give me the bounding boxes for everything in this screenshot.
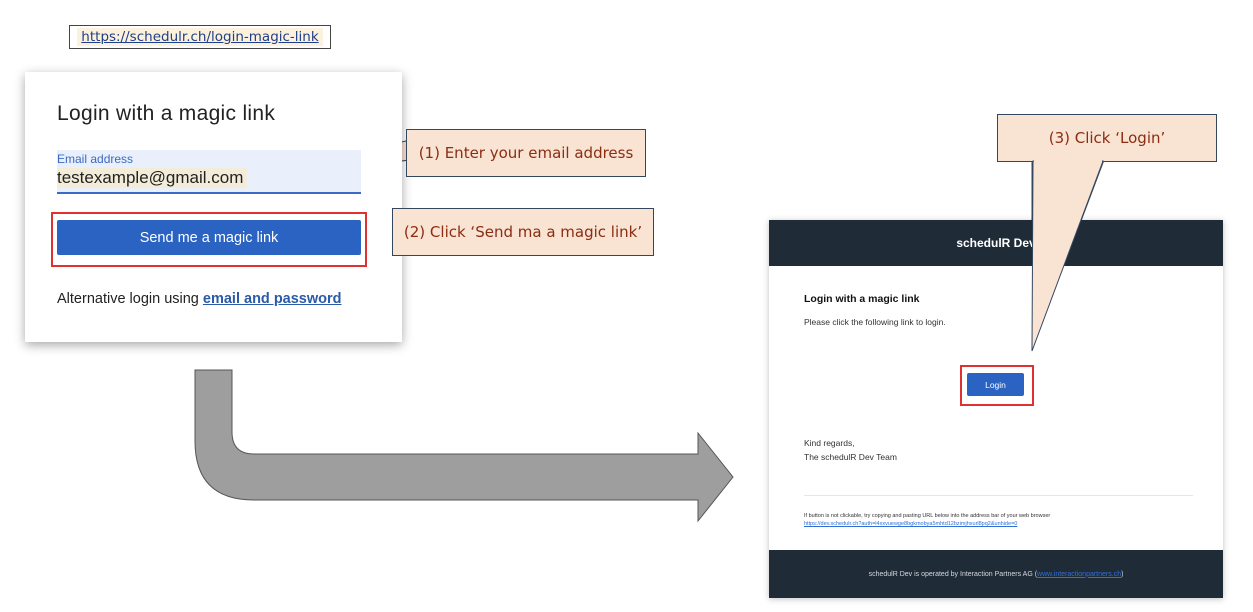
- email-header: schedulR Dev: [769, 220, 1223, 266]
- email-label: Email address: [57, 152, 134, 166]
- fallback-link[interactable]: https://dev.schedulr.ch?auth=l4xxvuewge8…: [804, 521, 1018, 527]
- regards-line-2: The schedulR Dev Team: [804, 452, 897, 462]
- footer-link[interactable]: www.interactionpartners.ch: [1037, 570, 1122, 578]
- footer-suffix: ): [1121, 570, 1124, 578]
- fallback-text: If button is not clickable, try copying …: [804, 513, 1051, 519]
- regards-line-1: Kind regards,: [804, 438, 855, 448]
- callout-step-3: (3) Click ‘Login’: [997, 114, 1217, 162]
- email-login-button[interactable]: Login: [967, 373, 1024, 396]
- callout-step-1: (1) Enter your email address: [406, 129, 646, 177]
- email-footer: schedulR Dev is operated by Interaction …: [769, 550, 1223, 598]
- email-header-title: schedulR Dev: [956, 236, 1036, 250]
- fallback-note: If button is not clickable, try copying …: [804, 512, 1050, 528]
- email-password-link[interactable]: email and password: [202, 291, 342, 307]
- send-button-highlight: [51, 212, 367, 267]
- email-divider: [804, 495, 1193, 496]
- url-link[interactable]: https://schedulr.ch/login-magic-link: [77, 28, 323, 46]
- footer-prefix: schedulR Dev is operated by Interaction …: [868, 570, 1038, 578]
- email-body-text: Please click the following link to login…: [804, 317, 946, 327]
- login-button-highlight: [960, 365, 1034, 406]
- alt-login-prefix: Alternative login using: [57, 291, 203, 307]
- email-title: Login with a magic link: [804, 293, 920, 305]
- login-card: Login with a magic link Email address te…: [25, 72, 402, 342]
- callout-step-2: (2) Click ‘Send ma a magic link’: [392, 208, 654, 256]
- flow-arrow: [194, 369, 734, 523]
- login-title: Login with a magic link: [57, 102, 276, 125]
- send-magic-link-button[interactable]: Send me a magic link: [57, 220, 361, 255]
- url-label-box: https://schedulr.ch/login-magic-link: [69, 25, 331, 49]
- email-preview: schedulR Dev Login with a magic link Ple…: [769, 220, 1223, 598]
- alternative-login: Alternative login using email and passwo…: [57, 291, 342, 307]
- email-regards: Kind regards, The schedulR Dev Team: [804, 436, 897, 464]
- email-field[interactable]: Email address testexample@gmail.com: [57, 150, 361, 194]
- email-input-value[interactable]: testexample@gmail.com: [57, 168, 248, 188]
